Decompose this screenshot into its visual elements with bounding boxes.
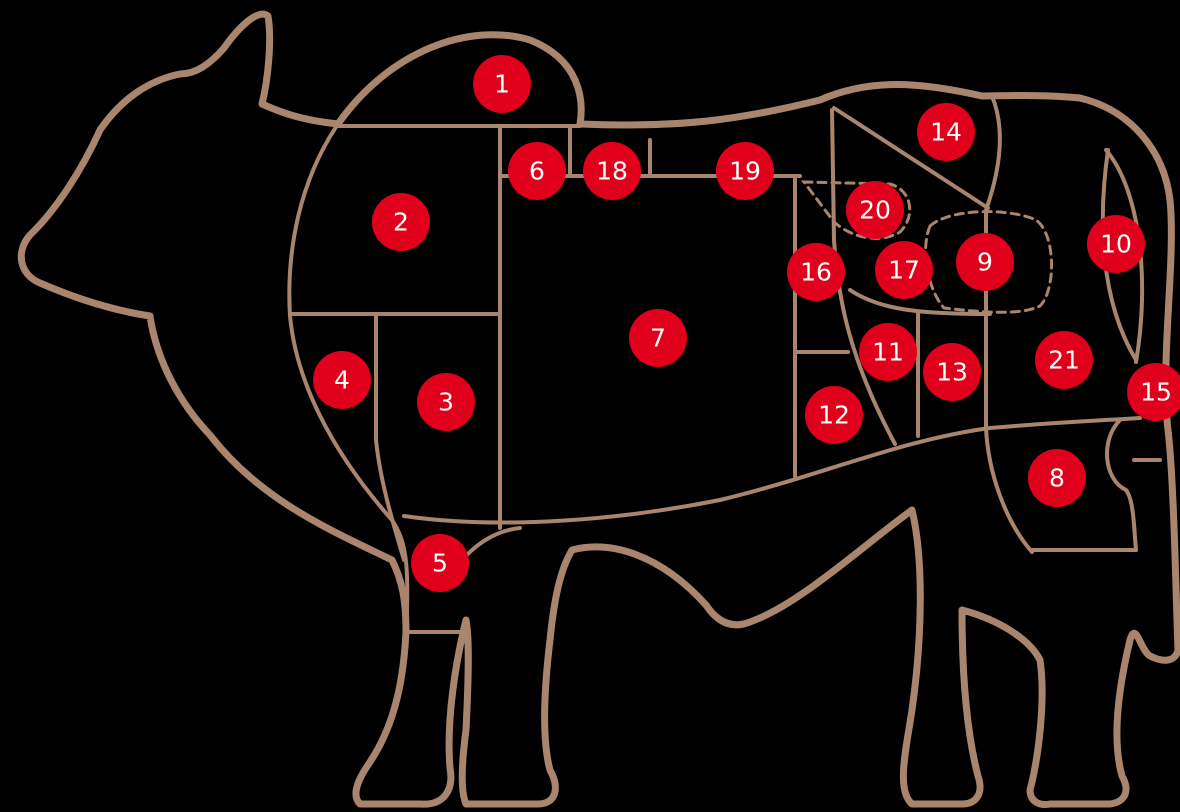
marker-label: 14	[930, 118, 962, 147]
marker-9[interactable]: 9	[956, 233, 1014, 291]
cow-outline	[21, 14, 1178, 804]
marker-6[interactable]: 6	[508, 142, 566, 200]
marker-label: 16	[800, 258, 832, 287]
marker-5[interactable]: 5	[411, 534, 469, 592]
marker-label: 1	[494, 70, 510, 99]
cut-markers: 1 2 3 4 5 6 7 8	[313, 55, 1180, 592]
marker-15[interactable]: 15	[1127, 363, 1180, 421]
marker-1[interactable]: 1	[473, 55, 531, 113]
marker-label: 19	[729, 157, 761, 186]
marker-label: 17	[888, 256, 920, 285]
marker-3[interactable]: 3	[417, 373, 475, 431]
marker-12[interactable]: 12	[805, 386, 863, 444]
marker-16[interactable]: 16	[787, 243, 845, 301]
marker-20[interactable]: 20	[846, 181, 904, 239]
marker-label: 6	[529, 157, 545, 186]
marker-21[interactable]: 21	[1035, 331, 1093, 389]
marker-label: 15	[1140, 378, 1172, 407]
marker-label: 9	[977, 248, 993, 277]
marker-19[interactable]: 19	[716, 142, 774, 200]
marker-label: 8	[1049, 464, 1065, 493]
marker-label: 4	[334, 366, 350, 395]
marker-label: 21	[1048, 346, 1080, 375]
marker-label: 20	[859, 196, 891, 225]
marker-10[interactable]: 10	[1087, 215, 1145, 273]
marker-label: 5	[432, 549, 448, 578]
marker-label: 10	[1100, 230, 1132, 259]
marker-4[interactable]: 4	[313, 351, 371, 409]
marker-label: 11	[872, 338, 904, 367]
marker-18[interactable]: 18	[583, 142, 641, 200]
marker-label: 18	[596, 157, 628, 186]
marker-11[interactable]: 11	[859, 323, 917, 381]
marker-14[interactable]: 14	[917, 103, 975, 161]
marker-2[interactable]: 2	[372, 193, 430, 251]
marker-label: 12	[818, 401, 850, 430]
marker-label: 3	[438, 388, 454, 417]
marker-label: 2	[393, 208, 409, 237]
marker-7[interactable]: 7	[629, 309, 687, 367]
marker-8[interactable]: 8	[1028, 449, 1086, 507]
marker-label: 13	[936, 358, 968, 387]
marker-13[interactable]: 13	[923, 343, 981, 401]
marker-17[interactable]: 17	[875, 241, 933, 299]
marker-label: 7	[650, 324, 666, 353]
